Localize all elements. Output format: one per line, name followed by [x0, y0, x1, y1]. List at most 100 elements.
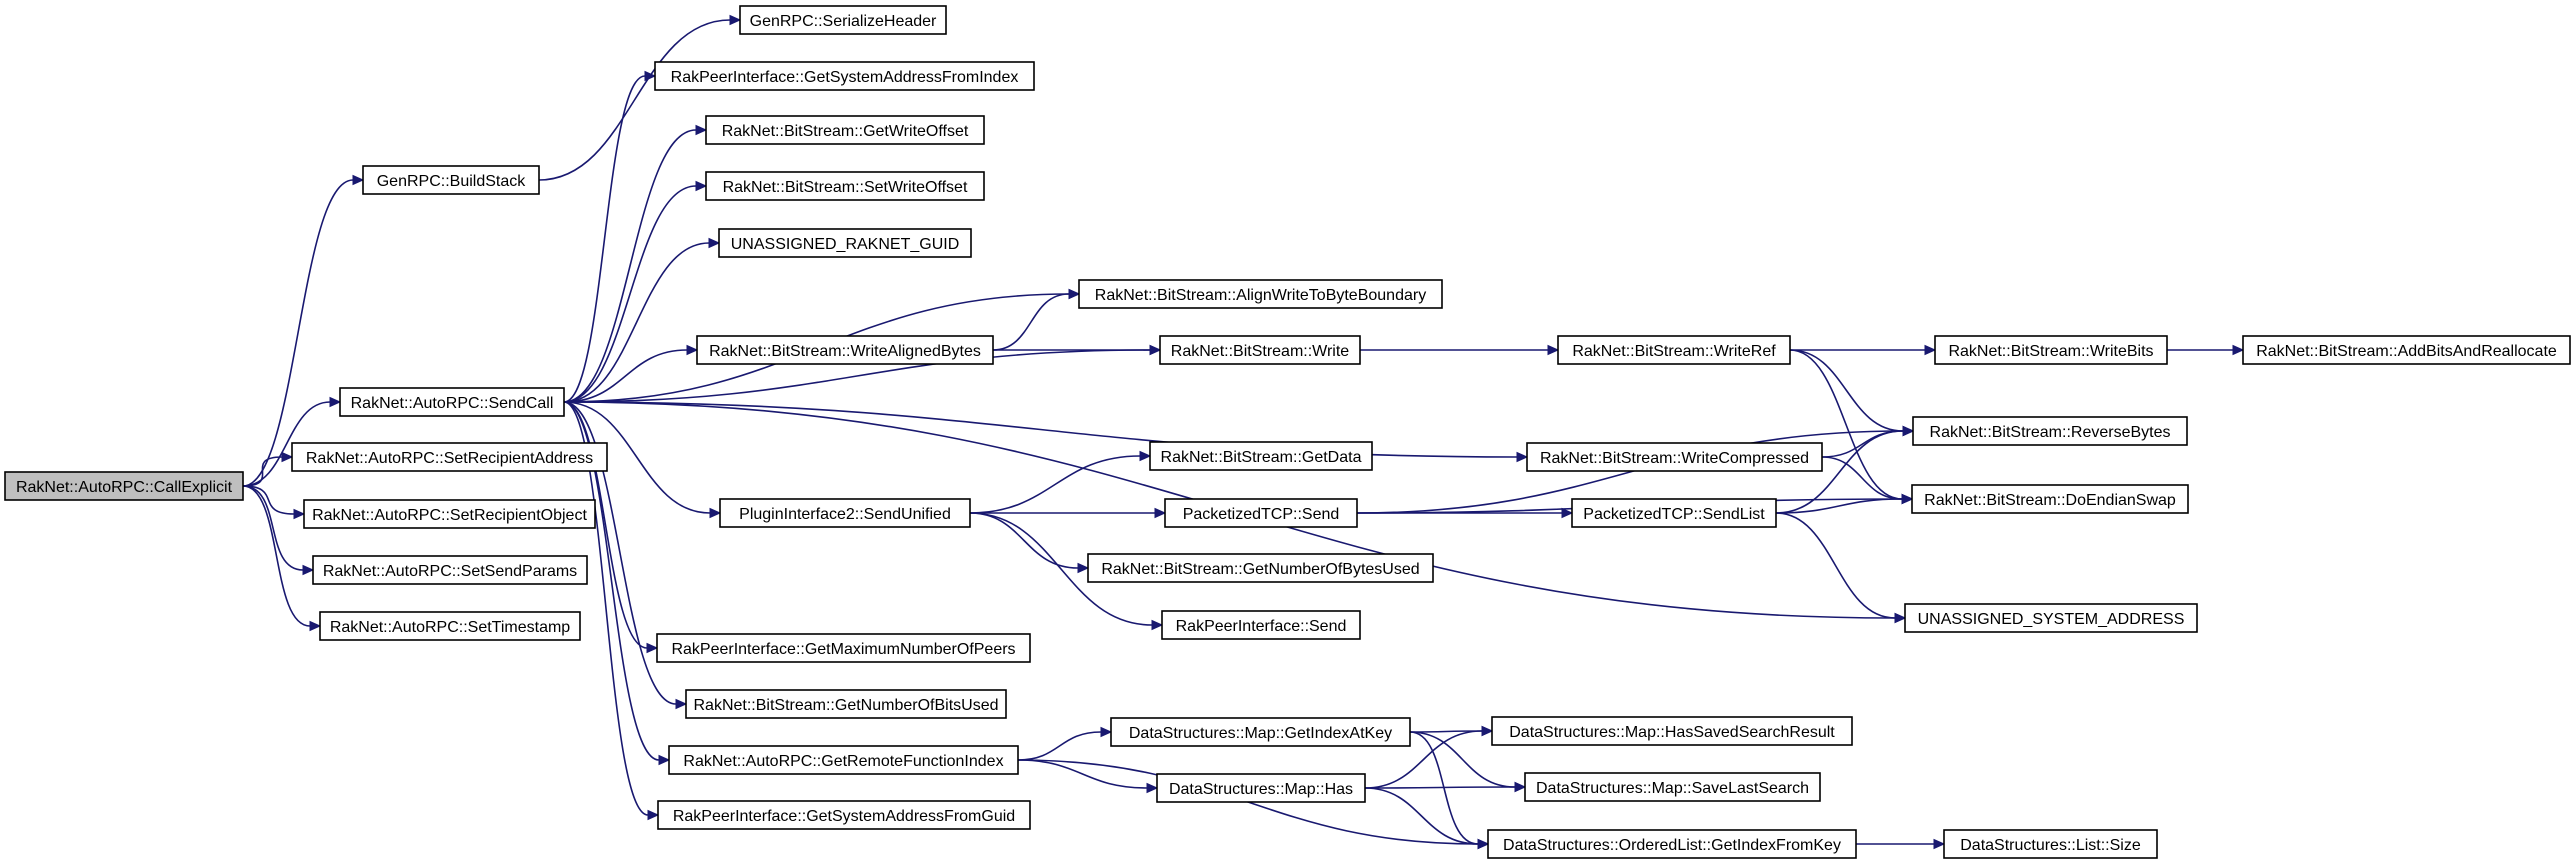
- call-edge-line: [563, 401, 711, 514]
- call-edge: [2167, 344, 2245, 356]
- call-edge: [563, 401, 1529, 463]
- call-edge: [1360, 344, 1560, 356]
- node-raknet-bitstream-write[interactable]: RakNet::BitStream::Write: [1159, 335, 1361, 365]
- arrowhead-icon: [1902, 425, 1915, 437]
- arrowhead-icon: [1077, 562, 1090, 574]
- node-raknet-bitstream-writeref[interactable]: RakNet::BitStream::WriteRef: [1557, 335, 1791, 365]
- node-box: [1911, 484, 2189, 514]
- node-box: [696, 335, 994, 365]
- call-edge: [563, 401, 660, 821]
- node-unassigned-system-address[interactable]: UNASSIGNED_SYSTEM_ADDRESS: [1904, 603, 2198, 633]
- node-label: PacketizedTCP::SendList: [1583, 506, 1765, 523]
- node-raknet-autorpc-getremotefunctionindex[interactable]: RakNet::AutoRPC::GetRemoteFunctionIndex: [668, 745, 1019, 775]
- node-box: [1491, 716, 1853, 746]
- node-label: RakNet::BitStream::WriteBits: [1948, 343, 2153, 360]
- node-rakpeerinterface-getsystemaddressfromguid[interactable]: RakPeerInterface::GetSystemAddressFromGu…: [657, 800, 1031, 830]
- node-datastructures-map-has[interactable]: DataStructures::Map::Has: [1156, 773, 1366, 803]
- call-edge: [993, 344, 1162, 356]
- call-edge-line: [969, 455, 1141, 514]
- node-raknet-autorpc-setrecipientobject[interactable]: RakNet::AutoRPC::SetRecipientObject: [303, 499, 596, 529]
- call-edge-line: [992, 293, 1070, 351]
- arrowhead-icon: [1068, 288, 1081, 300]
- node-box: [705, 171, 985, 201]
- node-raknet-bitstream-reversebytes[interactable]: RakNet::BitStream::ReverseBytes: [1912, 416, 2188, 446]
- edges-layer: [242, 14, 2245, 850]
- node-packetizedtcp-sendlist[interactable]: PacketizedTCP::SendList: [1571, 498, 1777, 528]
- call-edge: [1364, 787, 1490, 850]
- call-edge-line: [1364, 787, 1479, 845]
- node-datastructures-map-savelastsearch[interactable]: DataStructures::Map::SaveLastSearch: [1524, 772, 1821, 802]
- node-raknet-autorpc-callexplicit[interactable]: RakNet::AutoRPC::CallExplicit: [4, 471, 244, 501]
- node-genrpc-serializeheader[interactable]: GenRPC::SerializeHeader: [739, 5, 947, 35]
- node-unassigned-raknet-guid[interactable]: UNASSIGNED_RAKNET_GUID: [718, 228, 972, 258]
- node-label: RakPeerInterface::GetSystemAddressFromGu…: [673, 808, 1015, 825]
- node-datastructures-map-getindexatkey[interactable]: DataStructures::Map::GetIndexAtKey: [1110, 717, 1411, 747]
- call-edge-line: [1409, 731, 1516, 788]
- call-edge-line: [242, 456, 283, 487]
- node-raknet-bitstream-writealignedbytes[interactable]: RakNet::BitStream::WriteAlignedBytes: [696, 335, 994, 365]
- node-datastructures-map-hassavedsearchresult[interactable]: DataStructures::Map::HasSavedSearchResul…: [1491, 716, 1853, 746]
- node-packetizedtcp-send[interactable]: PacketizedTCP::Send: [1164, 498, 1358, 528]
- node-raknet-autorpc-setsendparams[interactable]: RakNet::AutoRPC::SetSendParams: [312, 555, 588, 585]
- node-box: [1934, 335, 2168, 365]
- node-label: RakNet::BitStream::AddBitsAndReallocate: [2256, 343, 2557, 360]
- arrowhead-icon: [1149, 344, 1162, 356]
- node-label: UNASSIGNED_SYSTEM_ADDRESS: [1918, 611, 2185, 628]
- arrowhead-icon: [1547, 344, 1560, 356]
- node-rakpeerinterface-getsystemaddressfromindex[interactable]: RakPeerInterface::GetSystemAddressFromIn…: [654, 61, 1035, 91]
- node-genrpc-buildstack[interactable]: GenRPC::BuildStack: [362, 165, 540, 195]
- node-raknet-bitstream-writebits[interactable]: RakNet::BitStream::WriteBits: [1934, 335, 2168, 365]
- node-box: [657, 800, 1031, 830]
- node-raknet-autorpc-sendcall[interactable]: RakNet::AutoRPC::SendCall: [339, 387, 565, 417]
- node-datastructures-list-size[interactable]: DataStructures::List::Size: [1943, 829, 2158, 859]
- node-box: [1557, 335, 1791, 365]
- node-raknet-autorpc-settimestamp[interactable]: RakNet::AutoRPC::SetTimestamp: [319, 611, 581, 641]
- node-raknet-autorpc-setrecipientaddress[interactable]: RakNet::AutoRPC::SetRecipientAddress: [291, 442, 608, 472]
- node-plugininterface2-sendunified[interactable]: PluginInterface2::SendUnified: [719, 498, 971, 528]
- node-raknet-bitstream-addbitsandreallocate[interactable]: RakNet::BitStream::AddBitsAndReallocate: [2242, 335, 2571, 365]
- node-box: [1087, 553, 1434, 583]
- arrowhead-icon: [1924, 344, 1937, 356]
- call-edge-line: [563, 401, 649, 816]
- node-label: PacketizedTCP::Send: [1183, 506, 1340, 523]
- node-label: RakPeerInterface::GetMaximumNumberOfPeer…: [671, 641, 1015, 658]
- call-edge: [563, 401, 688, 710]
- node-box: [705, 115, 985, 145]
- node-rakpeerinterface-getmaximumnumberofpeers[interactable]: RakPeerInterface::GetMaximumNumberOfPeer…: [656, 633, 1031, 663]
- node-raknet-bitstream-alignwritetobyteboundary[interactable]: RakNet::BitStream::AlignWriteToByteBound…: [1078, 279, 1443, 309]
- node-box: [1526, 442, 1823, 472]
- node-raknet-bitstream-setwriteoffset[interactable]: RakNet::BitStream::SetWriteOffset: [705, 171, 985, 201]
- node-label: GenRPC::SerializeHeader: [750, 13, 937, 30]
- node-label: DataStructures::Map::SaveLastSearch: [1536, 780, 1809, 797]
- node-box: [4, 471, 244, 501]
- node-label: GenRPC::BuildStack: [377, 173, 527, 190]
- call-edge: [992, 288, 1081, 351]
- call-edge: [1409, 731, 1490, 850]
- node-label: RakNet::BitStream::GetData: [1161, 449, 1362, 466]
- node-raknet-bitstream-getnumberofbitsused[interactable]: RakNet::BitStream::GetNumberOfBitsUsed: [685, 689, 1007, 719]
- arrowhead-icon: [646, 642, 659, 654]
- arrowhead-icon: [2232, 344, 2245, 356]
- node-box: [1524, 772, 1821, 802]
- call-edge-line: [969, 512, 1079, 569]
- node-datastructures-orderedlist-getindexfromkey[interactable]: DataStructures::OrderedList::GetIndexFro…: [1487, 829, 1857, 859]
- node-raknet-bitstream-getdata[interactable]: RakNet::BitStream::GetData: [1149, 441, 1373, 471]
- node-label: RakNet::AutoRPC::SetRecipientObject: [312, 507, 587, 524]
- node-raknet-bitstream-doendianswap[interactable]: RakNet::BitStream::DoEndianSwap: [1911, 484, 2189, 514]
- call-edge-line: [242, 485, 311, 627]
- call-edge: [242, 396, 342, 487]
- call-edge: [1775, 512, 1907, 624]
- call-edge: [1775, 493, 1914, 514]
- node-raknet-bitstream-getwriteoffset[interactable]: RakNet::BitStream::GetWriteOffset: [705, 115, 985, 145]
- call-edge-line: [1775, 498, 1903, 514]
- node-rakpeerinterface-send[interactable]: RakPeerInterface::Send: [1161, 610, 1361, 640]
- node-raknet-bitstream-getnumberofbytesused[interactable]: RakNet::BitStream::GetNumberOfBytesUsed: [1087, 553, 1434, 583]
- call-edge-line: [242, 485, 295, 515]
- arrowhead-icon: [1514, 781, 1527, 793]
- call-edge: [1790, 344, 1937, 356]
- arrowhead-icon: [1894, 612, 1907, 624]
- node-raknet-bitstream-writecompressed[interactable]: RakNet::BitStream::WriteCompressed: [1526, 442, 1823, 472]
- call-edge: [970, 507, 1167, 519]
